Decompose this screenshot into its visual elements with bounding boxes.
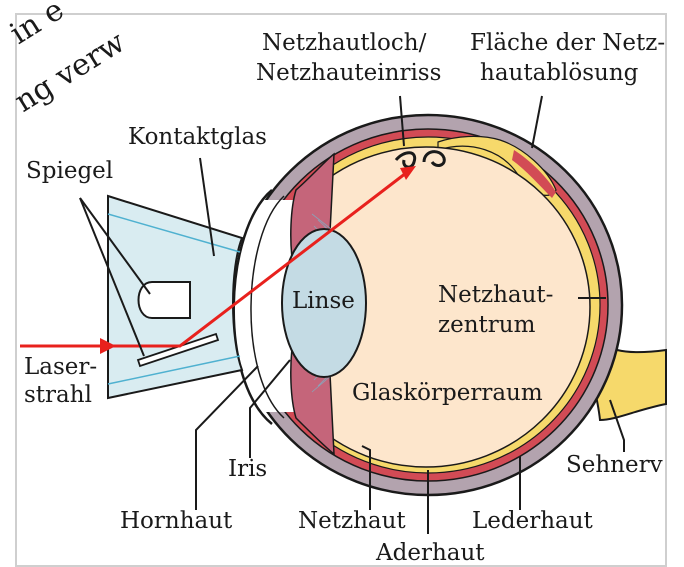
label-iris: Iris bbox=[228, 456, 267, 482]
label-linse: Linse bbox=[292, 288, 355, 314]
label-aderhaut: Aderhaut bbox=[375, 540, 485, 566]
label-hornhaut: Hornhaut bbox=[120, 508, 233, 534]
label-laserstrahl-2: strahl bbox=[24, 382, 92, 408]
label-netzhautloch-2: Netzhauteinriss bbox=[256, 60, 441, 86]
label-spiegel: Spiegel bbox=[26, 158, 113, 184]
label-laserstrahl-1: Laser- bbox=[24, 354, 97, 380]
label-netzhautloch-1: Netzhautloch/ bbox=[262, 30, 427, 56]
label-sehnerv: Sehnerv bbox=[566, 452, 663, 478]
label-kontaktglas: Kontaktglas bbox=[128, 124, 267, 150]
label-zentrum-1: Netzhaut- bbox=[438, 282, 553, 308]
label-netzhaut: Netzhaut bbox=[298, 508, 406, 534]
label-glaskorper: Glaskörperraum bbox=[352, 380, 543, 406]
label-zentrum-2: zentrum bbox=[438, 312, 536, 338]
label-ablosung-1: Fläche der Netz- bbox=[470, 30, 665, 56]
label-ablosung-2: hautablösung bbox=[480, 60, 639, 86]
label-lederhaut: Lederhaut bbox=[472, 508, 594, 534]
